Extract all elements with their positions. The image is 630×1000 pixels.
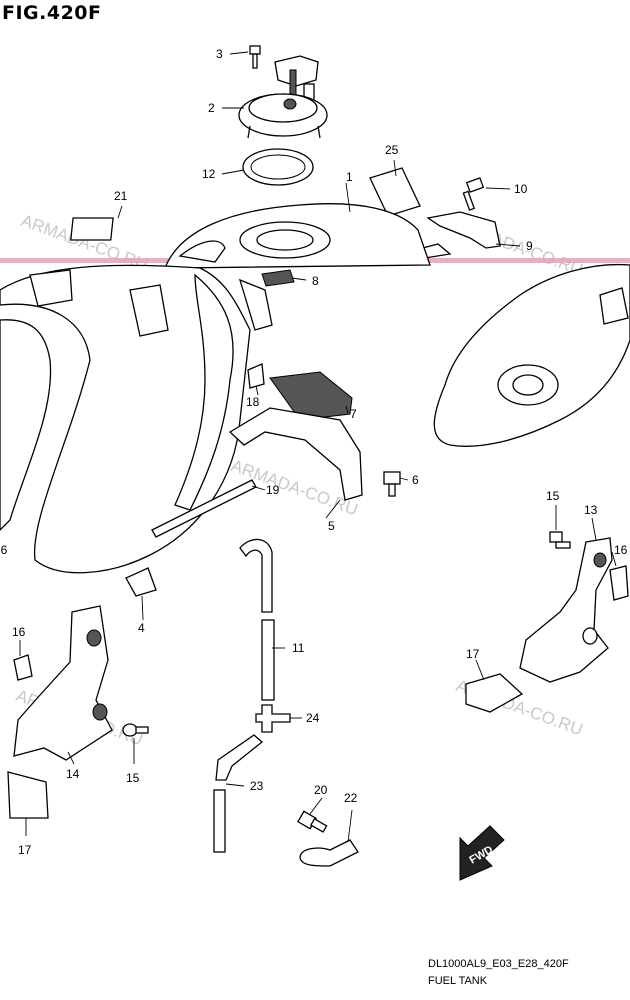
drain-hose	[213, 789, 226, 853]
callout-24: 24	[306, 711, 320, 725]
rubber-pad	[261, 269, 295, 287]
three-way-joint	[255, 704, 291, 733]
bracket-bolt	[122, 723, 149, 737]
breather-hose	[239, 538, 273, 613]
callout-16: 16	[614, 543, 628, 557]
callout-17: 17	[466, 647, 480, 661]
callout-11: 11	[292, 641, 305, 655]
callout-13: 13	[584, 503, 598, 517]
callout-10: 10	[514, 182, 528, 196]
callout-12: 12	[202, 167, 216, 181]
fuel-cap	[238, 93, 328, 139]
forward-arrow-icon: FWD	[459, 825, 505, 881]
callout-15: 15	[546, 489, 560, 503]
callout-15: 15	[126, 771, 140, 785]
callout-9: 9	[526, 239, 533, 253]
rear-bracket	[228, 407, 363, 501]
callout-16: 16	[0, 543, 8, 557]
callout-8: 8	[312, 274, 319, 288]
figure-code: DL1000AL9_E03_E28_420F	[428, 958, 569, 970]
callout-2: 2	[208, 101, 215, 115]
callout-21: 21	[114, 189, 128, 203]
callout-20: 20	[314, 783, 328, 797]
callout-22: 22	[344, 791, 358, 805]
label-pad	[70, 217, 114, 241]
callout-3: 3	[216, 47, 223, 61]
bolt	[462, 177, 485, 211]
bracket-bolt	[383, 471, 401, 497]
callout-18: 18	[246, 395, 260, 409]
damper	[13, 654, 33, 681]
damper	[609, 565, 629, 601]
fuel-tank	[0, 203, 630, 574]
drain-hose	[215, 734, 264, 781]
hose-bolt	[297, 810, 328, 833]
callout-19: 19	[266, 483, 280, 497]
breather-hose	[261, 619, 275, 701]
callout-7: 7	[350, 407, 357, 421]
cap-gasket	[242, 148, 314, 186]
callout-1: 1	[346, 170, 353, 184]
figure-title: FIG.420F	[2, 2, 102, 24]
side-bracket-right	[519, 537, 613, 683]
callout-5: 5	[328, 519, 335, 533]
side-pad	[465, 673, 524, 713]
tank-bracket	[426, 211, 501, 249]
clip	[247, 363, 265, 389]
hose-guide	[299, 839, 359, 867]
callout-6: 6	[412, 473, 419, 487]
figure-subtitle: FUEL TANK	[428, 975, 488, 987]
callout-14: 14	[66, 767, 80, 781]
hose-clamp	[125, 567, 157, 597]
side-pad	[7, 771, 49, 819]
bracket-bolt	[549, 531, 571, 549]
callout-16: 16	[12, 625, 26, 639]
callout-25: 25	[385, 143, 399, 157]
callout-17: 17	[18, 843, 32, 857]
cap-bolt	[249, 45, 261, 69]
caution-label	[369, 167, 421, 217]
callout-23: 23	[250, 779, 264, 793]
callout-4: 4	[138, 621, 145, 635]
side-bracket-left	[13, 605, 113, 761]
